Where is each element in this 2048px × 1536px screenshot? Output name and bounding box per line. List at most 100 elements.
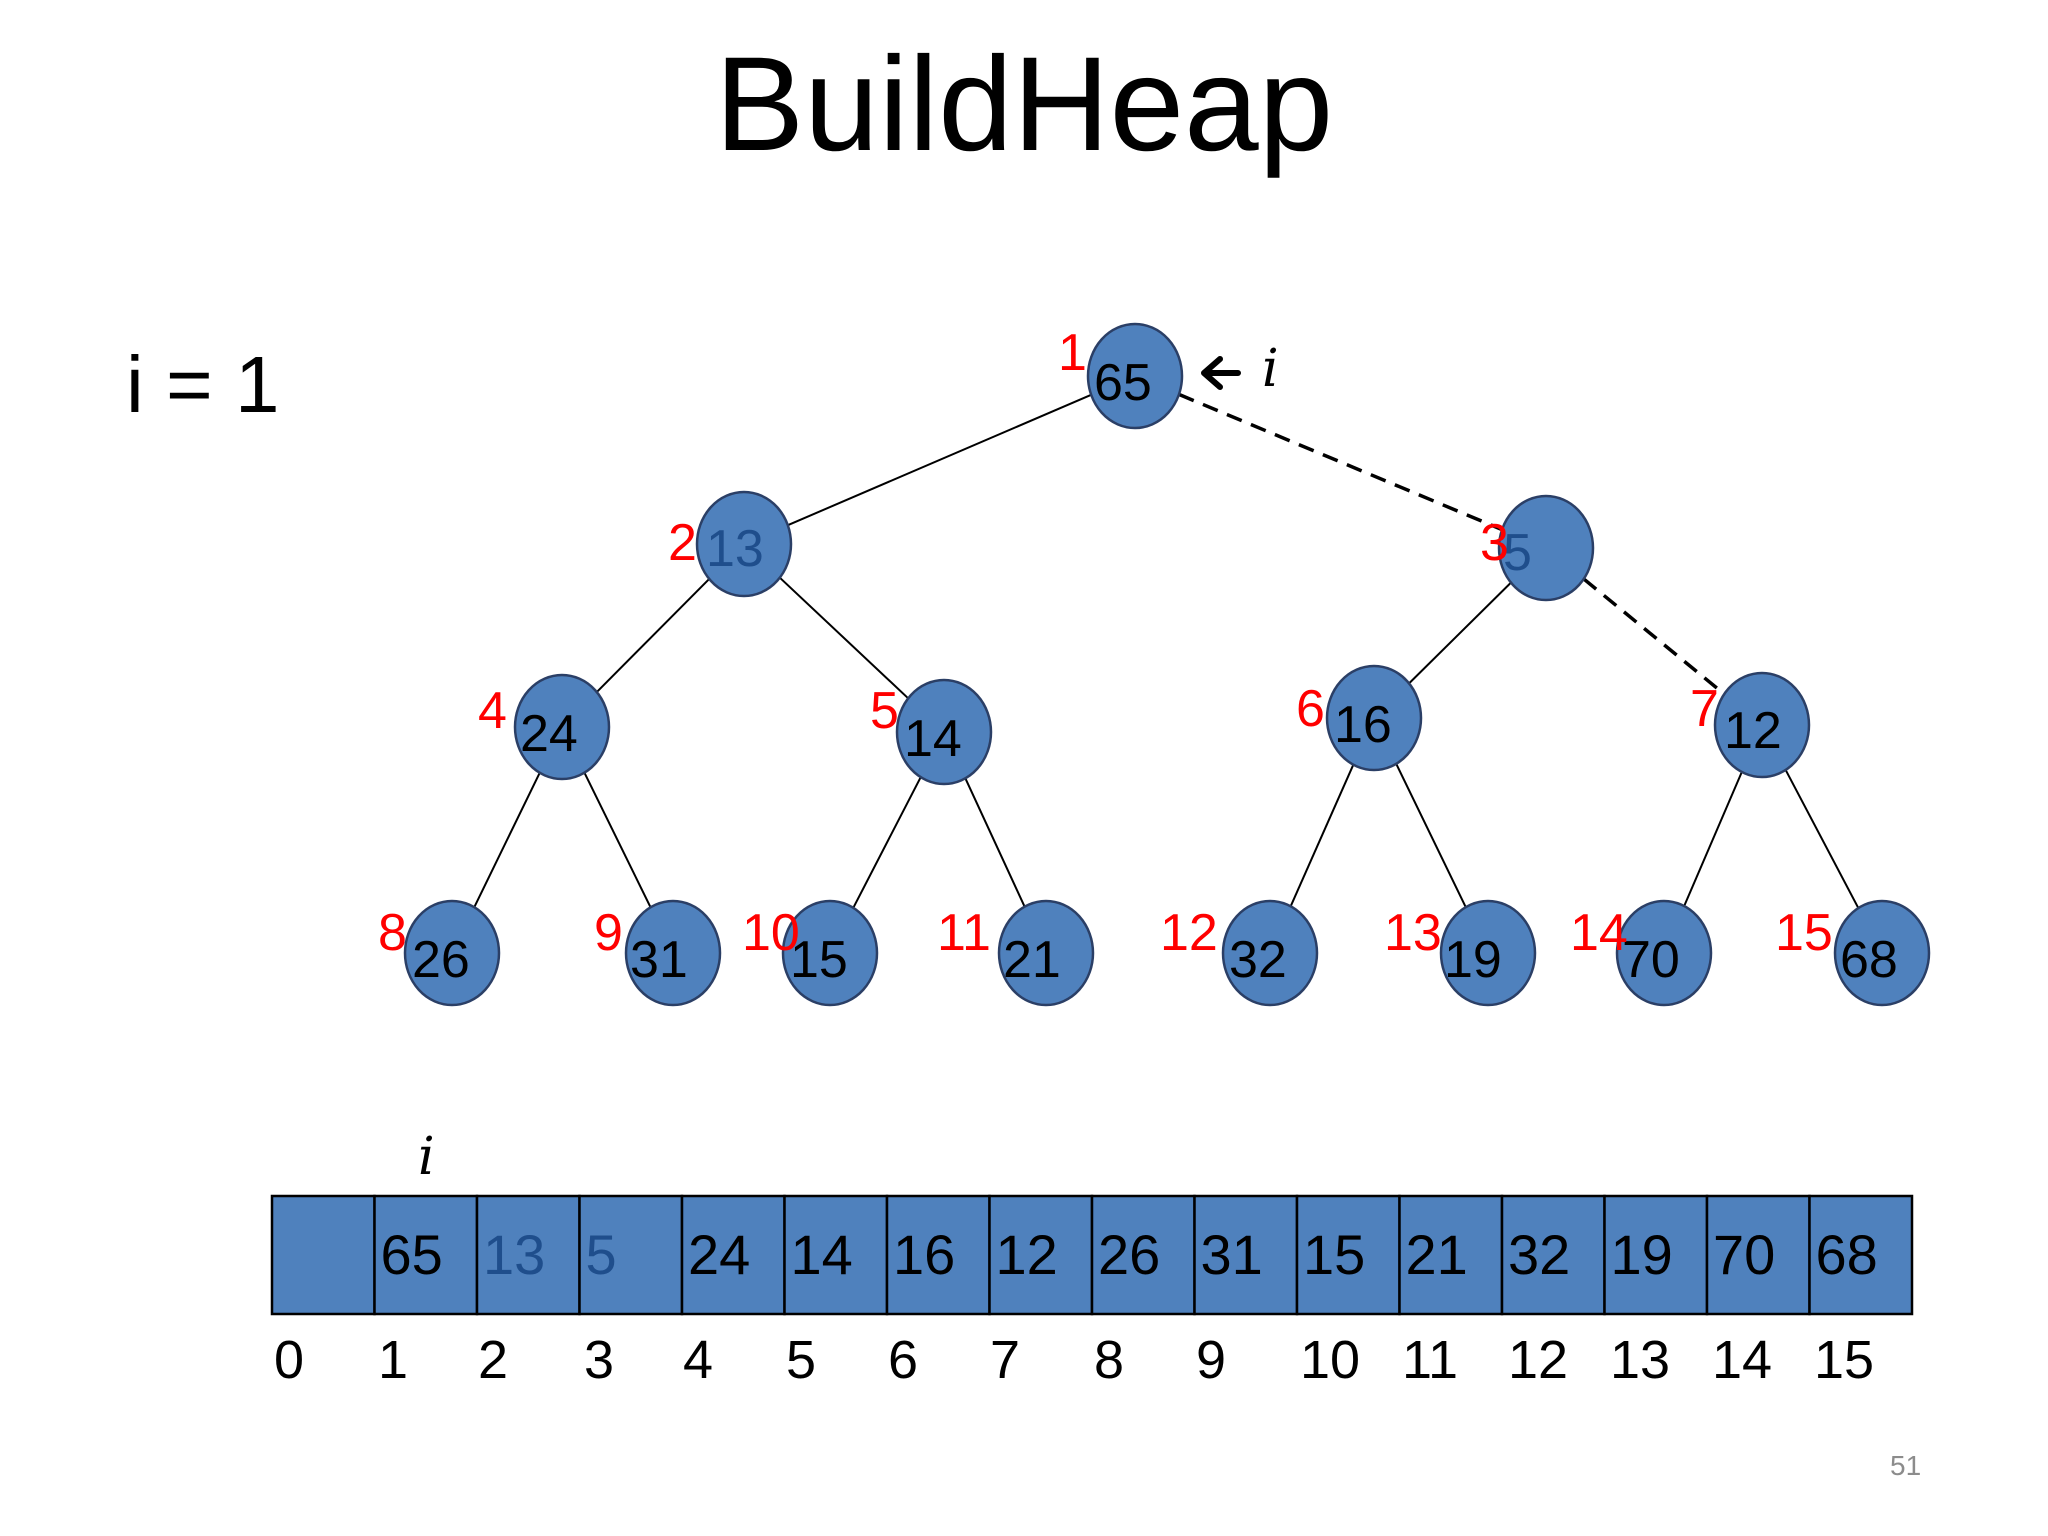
array-index-label: 9 [1196, 1330, 1226, 1390]
array-cell-10: 15 [1295, 1194, 1401, 1316]
array-index-label: 15 [1814, 1330, 1874, 1390]
tree-node-index-label: 5 [870, 682, 899, 740]
array-index-label: 10 [1300, 1330, 1360, 1390]
tree-node-circle [1713, 671, 1811, 779]
tree-node-value: 31 [630, 931, 688, 989]
array-cell-box [885, 1194, 991, 1316]
tree-node-circle [781, 899, 879, 1007]
tree-node-7: 127 [1690, 671, 1811, 779]
left-arrow-icon [1201, 356, 1241, 390]
array-cell-2: 13 [475, 1194, 581, 1316]
array-cell-box [1295, 1194, 1401, 1316]
array-cell-value: 5 [586, 1223, 617, 1286]
tree-node-value: 19 [1444, 931, 1502, 989]
tree-edge-1-2 [787, 393, 1092, 527]
tree-node-index-label: 1 [1058, 324, 1087, 382]
array-index-label: 4 [683, 1330, 713, 1390]
tree-node-value: 26 [412, 931, 470, 989]
tree-node-circle [513, 673, 611, 781]
tree-node-index-label: 11 [937, 904, 991, 962]
array-index-label: 7 [990, 1330, 1020, 1390]
tree-edge-4-9 [583, 772, 652, 908]
tree-edge-1-3 [1178, 392, 1503, 532]
tree-edge-3-6 [1408, 581, 1512, 685]
array-cell-box [1808, 1194, 1914, 1316]
tree-node-index-label: 14 [1570, 904, 1628, 962]
tree-node-circle [895, 678, 993, 786]
tree-node-circle [624, 899, 722, 1007]
tree-node-circle [1086, 322, 1184, 430]
tree-node-index-label: 8 [378, 904, 407, 962]
array-index-label: 5 [786, 1330, 816, 1390]
tree-edge-3-7 [1582, 577, 1726, 696]
array-cell-value: 68 [1816, 1223, 1878, 1286]
array-index-label: 6 [888, 1330, 918, 1390]
array-cell-box [783, 1194, 889, 1316]
tree-node-1: 651 [1058, 322, 1184, 430]
array-cell-15: 68 [1808, 1194, 1914, 1316]
tree-node-circle [695, 490, 793, 598]
array-cell-value: 65 [381, 1223, 443, 1286]
array-cell-9: 31 [1193, 1194, 1299, 1316]
tree-edge-6-13 [1395, 763, 1467, 908]
tree-node-value: 65 [1094, 354, 1152, 412]
tree-node-circle [1497, 494, 1595, 602]
array-cell-value: 15 [1303, 1223, 1365, 1286]
slide-number: 51 [1890, 1450, 1922, 1481]
tree-node-index-label: 15 [1775, 904, 1833, 962]
array-index-label: 8 [1094, 1330, 1124, 1390]
tree-node-circle [1439, 899, 1537, 1007]
array-cell-value: 32 [1508, 1223, 1570, 1286]
tree-node-value: 13 [706, 520, 764, 578]
array-cell-6: 16 [885, 1194, 991, 1316]
array-cell-value: 26 [1098, 1223, 1160, 1286]
tree-node-value: 15 [790, 931, 848, 989]
tree-node-value: 16 [1334, 696, 1392, 754]
array-cell-box [1500, 1194, 1606, 1316]
array-index-label: 13 [1610, 1330, 1670, 1390]
tree-node-value: 12 [1724, 702, 1782, 760]
array-cell-5: 14 [783, 1194, 889, 1316]
tree-node-value: 68 [1840, 931, 1898, 989]
tree-node-circle [1325, 664, 1423, 772]
array-pointer-label: i [418, 1127, 435, 1187]
root-pointer: i [1201, 339, 1279, 399]
array-cell-box [1090, 1194, 1196, 1316]
tree-node-circle [403, 899, 501, 1007]
tree-node-6: 166 [1296, 664, 1423, 772]
tree-node-circle [1615, 899, 1713, 1007]
array-cell-value: 19 [1611, 1223, 1673, 1286]
array-cell-1: 65 [373, 1194, 479, 1316]
array-index-label: 3 [584, 1330, 614, 1390]
array-cell-3: 5 [578, 1194, 684, 1316]
array-cell-box [988, 1194, 1094, 1316]
array-cell-0 [270, 1194, 376, 1316]
tree-node-8: 268 [378, 899, 501, 1007]
tree-node-index-label: 9 [594, 904, 623, 962]
array-index-label: 14 [1712, 1330, 1772, 1390]
array-cell-box [1705, 1194, 1811, 1316]
tree-edge-2-4 [596, 578, 710, 693]
tree-edge-4-8 [473, 772, 541, 908]
array-cell-8: 26 [1090, 1194, 1196, 1316]
array-cell-value: 21 [1406, 1223, 1468, 1286]
array-cell-11: 21 [1398, 1194, 1504, 1316]
tree-node-circle [1833, 899, 1931, 1007]
tree-edge-7-14 [1683, 771, 1743, 907]
array-cell-box [680, 1194, 786, 1316]
tree-node-circle [1221, 899, 1319, 1007]
tree-node-value: 21 [1003, 931, 1061, 989]
tree-node-index-label: 7 [1690, 680, 1719, 738]
array-index-label: 0 [274, 1330, 304, 1390]
array-cell-4: 24 [680, 1194, 786, 1316]
array-cell-box [1603, 1194, 1709, 1316]
tree-node-index-label: 2 [668, 514, 697, 572]
array-cell-value: 14 [791, 1223, 853, 1286]
tree-node-2: 132 [668, 490, 793, 598]
tree-edge-5-11 [964, 777, 1026, 908]
